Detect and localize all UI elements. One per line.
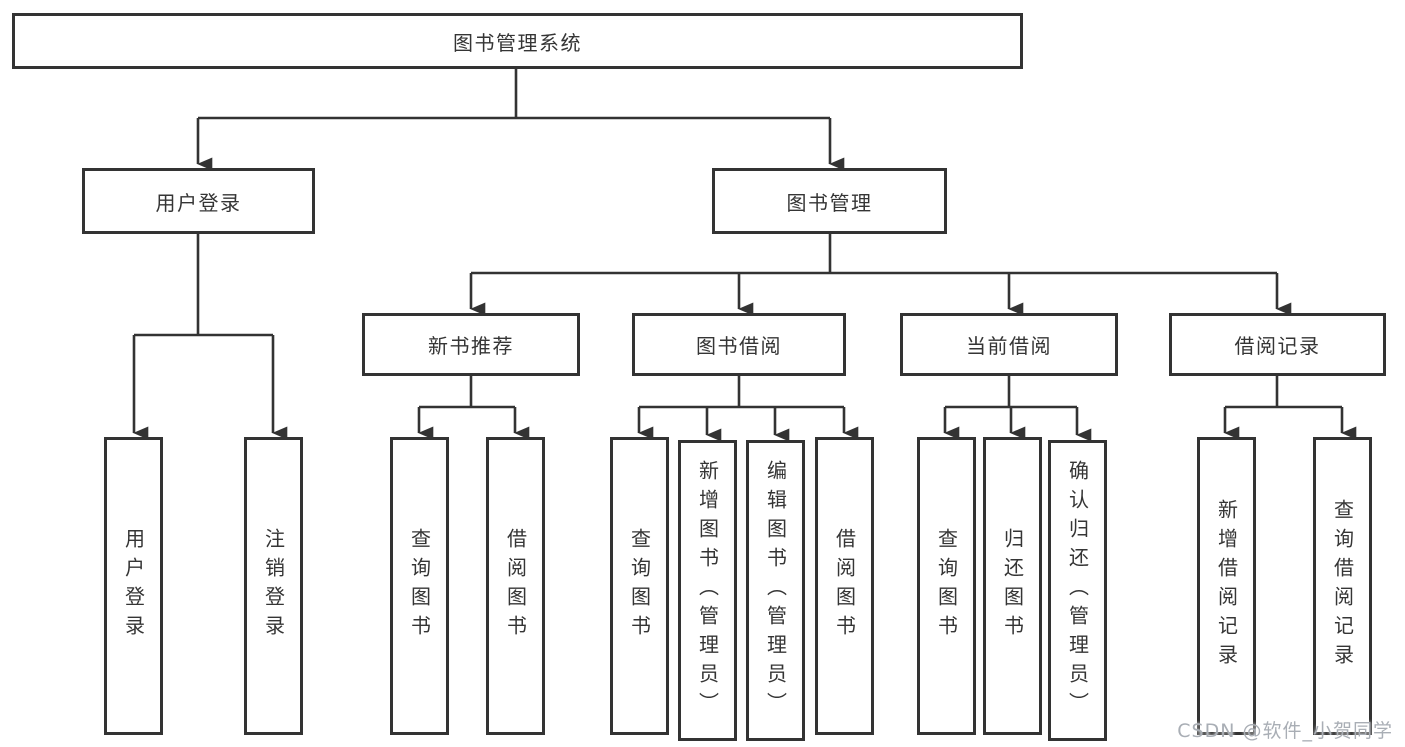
node-library-management-system: 图书管理系统 (12, 13, 1023, 69)
node-label: 查询图书 (627, 528, 652, 644)
node-label: 注销登录 (261, 528, 286, 644)
node-label: 图书管理系统 (453, 30, 582, 55)
node-label: 查询借阅记录 (1330, 499, 1355, 673)
node-book-management: 图书管理 (712, 168, 947, 234)
node-label: 查询图书 (407, 528, 432, 644)
leaf-query-books-current: 查询图书 (917, 437, 976, 735)
node-book-borrowing: 图书借阅 (632, 313, 846, 376)
node-label: 当前借阅 (966, 334, 1052, 358)
leaf-add-book-admin: 新增图书（管理员） (678, 440, 737, 741)
node-label: 用户登录 (121, 528, 146, 644)
node-label: 归还图书 (1000, 528, 1025, 644)
node-label: 新书推荐 (428, 334, 514, 358)
node-label: 查询图书 (934, 528, 959, 644)
leaf-user-login: 用户登录 (104, 437, 163, 735)
node-borrowing-records: 借阅记录 (1169, 313, 1386, 376)
node-label: 确认归还（管理员） (1065, 460, 1090, 721)
leaf-borrow-books-recommend: 借阅图书 (486, 437, 545, 735)
node-label: 用户登录 (155, 190, 242, 215)
node-label: 新增借阅记录 (1214, 499, 1239, 673)
node-label: 新增图书（管理员） (695, 460, 720, 721)
leaf-add-borrow-record: 新增借阅记录 (1197, 437, 1256, 735)
node-label: 编辑图书（管理员） (763, 460, 788, 721)
node-label: 图书借阅 (696, 334, 782, 358)
leaf-query-books-borrowing: 查询图书 (610, 437, 669, 735)
leaf-query-borrow-record: 查询借阅记录 (1313, 437, 1372, 735)
node-new-book-recommendation: 新书推荐 (362, 313, 580, 376)
node-label: 借阅记录 (1234, 334, 1321, 358)
leaf-borrow-books-borrowing: 借阅图书 (815, 437, 874, 735)
node-user-login: 用户登录 (82, 168, 315, 234)
leaf-confirm-return-admin: 确认归还（管理员） (1048, 440, 1107, 741)
node-label: 借阅图书 (832, 528, 857, 644)
leaf-return-book: 归还图书 (983, 437, 1042, 735)
node-label: 图书管理 (786, 190, 873, 215)
leaf-edit-book-admin: 编辑图书（管理员） (746, 440, 805, 741)
node-current-borrowing: 当前借阅 (900, 313, 1118, 376)
leaf-logout: 注销登录 (244, 437, 303, 735)
csdn-watermark: CSDN @软件_小贺同学 (1177, 720, 1393, 742)
leaf-query-books-recommend: 查询图书 (390, 437, 449, 735)
node-label: 借阅图书 (503, 528, 528, 644)
